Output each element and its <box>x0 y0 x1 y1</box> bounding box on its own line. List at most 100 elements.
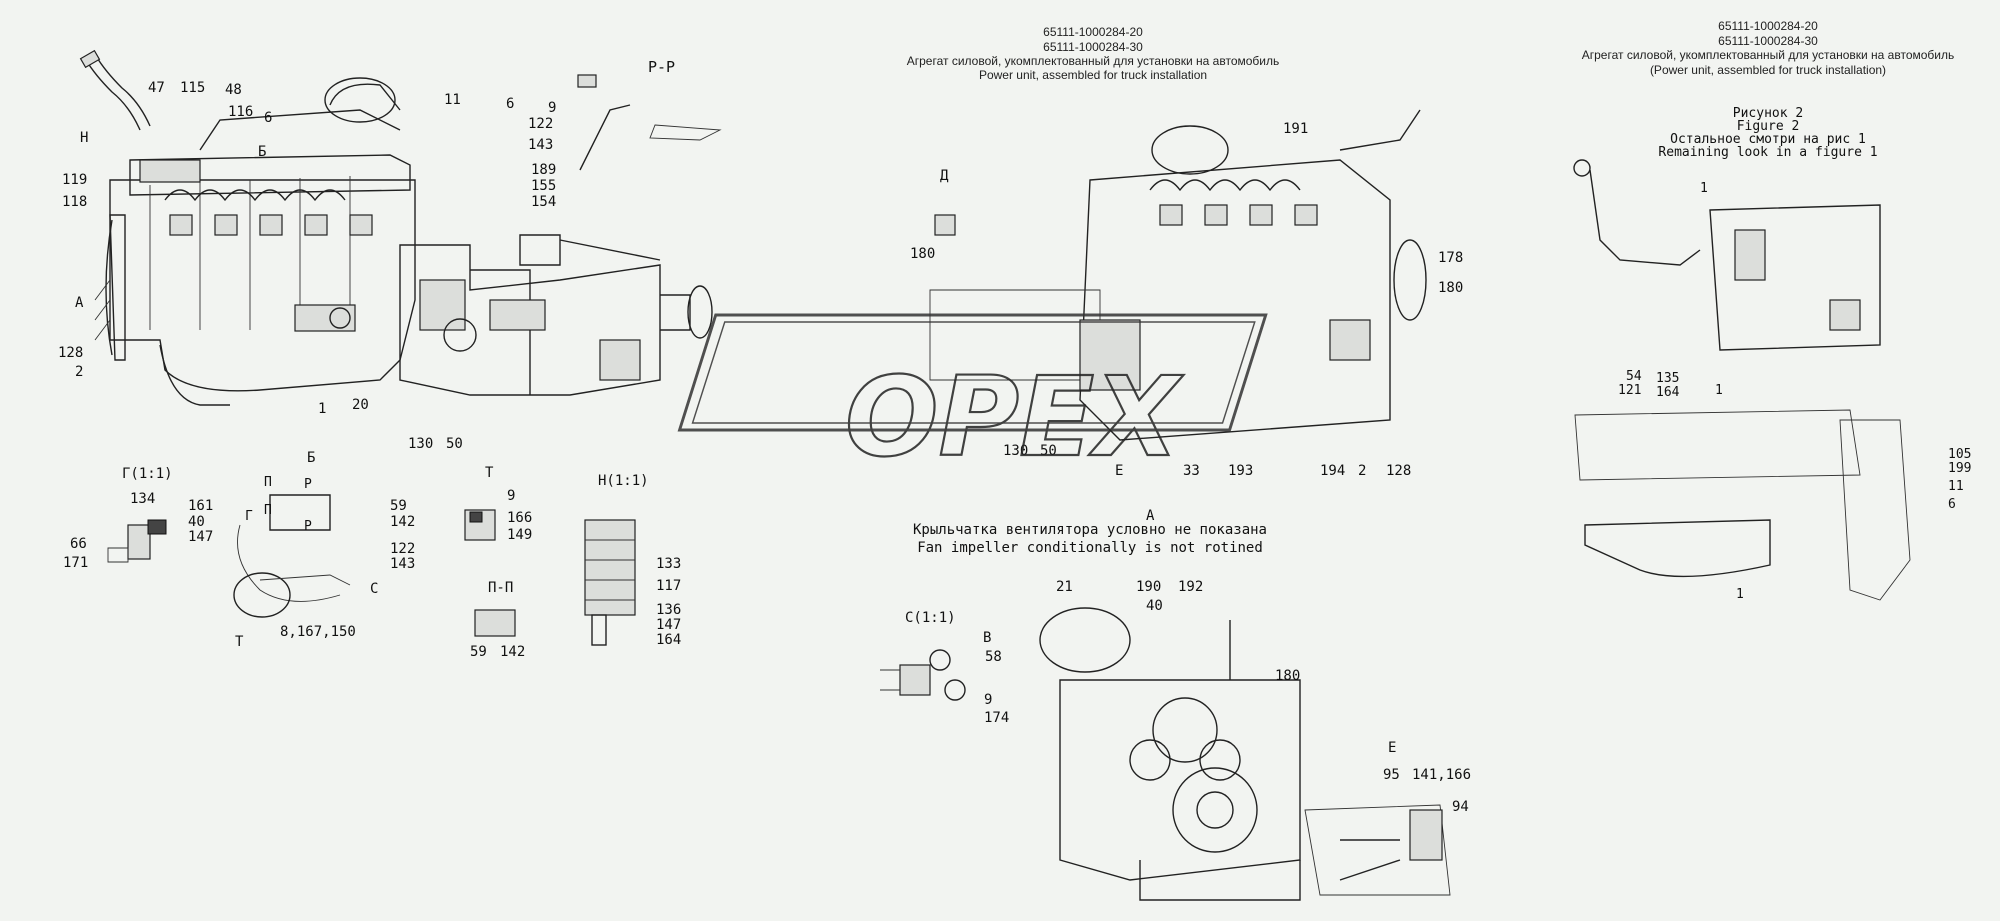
callout: 116 <box>228 104 253 120</box>
callout: Е <box>1115 463 1123 479</box>
callout: 2 <box>1358 463 1366 479</box>
center-title-en: Power unit, assembled for truck installa… <box>979 68 1207 82</box>
callout: 119 <box>62 172 87 188</box>
callout: 58 <box>985 649 1002 665</box>
callout: 33 <box>1183 463 1200 479</box>
callout: 147 <box>188 529 213 545</box>
center-code-2: 65111-1000284-30 <box>1043 40 1143 54</box>
detail-t: Т 9 166 149 <box>464 465 532 543</box>
callout: 199 <box>1948 461 1971 476</box>
callout: 118 <box>62 194 87 210</box>
callout: 59 <box>470 644 487 660</box>
callout: 122 <box>528 116 553 132</box>
callout: 6 <box>264 110 272 126</box>
callout: 117 <box>656 578 681 594</box>
view-label-e: Е <box>1388 740 1396 756</box>
callout: 154 <box>531 194 556 210</box>
callout: 180 <box>910 246 935 262</box>
view-label-t: Т <box>485 465 494 481</box>
callout: 155 <box>531 178 556 194</box>
callout: 1 <box>1736 587 1744 602</box>
figure-note-en: Remaining look in a figure 1 <box>1658 145 1877 160</box>
callout: 161 <box>188 498 213 514</box>
callout: 105 <box>1948 447 1971 462</box>
callout: 192 <box>1178 579 1203 595</box>
cylinder-heads <box>164 189 373 236</box>
callout: 59 <box>390 498 407 514</box>
right-header: 65111-1000284-20 65111-1000284-30 Агрега… <box>1582 19 1955 160</box>
callout: 130 <box>1003 443 1028 459</box>
detail-c: С(1:1) В 58 9 174 <box>880 610 1009 726</box>
view-label-c: С(1:1) <box>905 610 956 626</box>
callout: Г <box>245 509 253 524</box>
callout: 95 <box>1383 767 1400 783</box>
callout: 11 <box>1948 479 1964 494</box>
callout: 180 <box>1275 668 1300 684</box>
callout: 128 <box>1386 463 1411 479</box>
right-code-1: 65111-1000284-20 <box>1718 19 1818 33</box>
detail-pp: П-П 59 142 <box>470 580 525 660</box>
callout: 48 <box>225 82 242 98</box>
center-header: 65111-1000284-20 65111-1000284-30 Агрега… <box>907 25 1280 82</box>
center-engine-view <box>929 109 1427 441</box>
callout: 1 <box>318 401 326 417</box>
callout: 135 <box>1656 371 1679 386</box>
callout: 50 <box>446 436 463 452</box>
callout: 121 <box>1618 383 1641 398</box>
callout: 130 <box>408 436 433 452</box>
view-label-n: Н(1:1) <box>598 473 649 489</box>
detail-e: Е 95 141,166 94 <box>1304 740 1471 896</box>
callout: Н <box>80 130 88 146</box>
callout: Т <box>235 634 244 650</box>
callout: 11 <box>444 92 461 108</box>
callout: 40 <box>1146 598 1163 614</box>
callout: 1 <box>1700 181 1708 196</box>
front-callouts: 21 190 40 192 180 <box>1056 579 1300 684</box>
callout: 193 <box>1228 463 1253 479</box>
watermark: OPEX <box>677 313 1268 482</box>
callout: 21 <box>1056 579 1073 595</box>
front-engine-view <box>1039 607 1301 901</box>
callout: 142 <box>390 514 415 530</box>
view-label-d: Д <box>940 168 949 184</box>
callout: 40 <box>188 514 205 530</box>
right-callouts: 1 54 135 121 164 1 105 199 11 6 1 <box>1618 181 1971 602</box>
callout: 9 <box>507 488 515 504</box>
callout: 122 <box>390 541 415 557</box>
callout: 194 <box>1320 463 1345 479</box>
callout: 190 <box>1136 579 1161 595</box>
callout: 6 <box>1948 497 1956 512</box>
center-callouts: 191 178 180 180 130 50 Е 33 193 194 2 12… <box>910 121 1463 524</box>
callout: 166 <box>507 510 532 526</box>
figure-label-ru: Рисунок 2 <box>1733 106 1803 121</box>
detail-b: Б П Р Г П Р 59 142 122 143 С 8,167,150 Т <box>233 450 415 650</box>
callout: 191 <box>1283 121 1308 137</box>
callout: 189 <box>531 162 556 178</box>
callout: 115 <box>180 80 205 96</box>
callout: Р <box>304 519 312 534</box>
callout: 20 <box>352 397 369 413</box>
callout: 180 <box>1438 280 1463 296</box>
callout: Б <box>258 144 266 160</box>
callout: 147 <box>656 617 681 633</box>
callout: 9 <box>984 692 992 708</box>
fan-note-en: Fan impeller conditionally is not rotine… <box>917 540 1263 556</box>
callout: П <box>264 503 272 518</box>
detail-n: Н(1:1) 133 117 136 147 164 <box>584 473 681 648</box>
callout: 174 <box>984 710 1009 726</box>
callout: 143 <box>390 556 415 572</box>
callout: 149 <box>507 527 532 543</box>
fan-note: Крыльчатка вентилятора условно не показа… <box>913 522 1267 556</box>
center-title-ru: Агрегат силовой, укомплектованный для ус… <box>907 54 1280 68</box>
callout: 47 <box>148 80 165 96</box>
callout: 178 <box>1438 250 1463 266</box>
center-code-1: 65111-1000284-20 <box>1043 25 1143 39</box>
callout: 141,166 <box>1412 767 1471 783</box>
view-label-b: Б <box>307 450 315 466</box>
callout: 50 <box>1040 443 1057 459</box>
callout: 8,167,150 <box>280 624 356 640</box>
callout: 2 <box>75 364 83 380</box>
callout: 133 <box>656 556 681 572</box>
view-label-g: Г(1:1) <box>122 466 173 482</box>
